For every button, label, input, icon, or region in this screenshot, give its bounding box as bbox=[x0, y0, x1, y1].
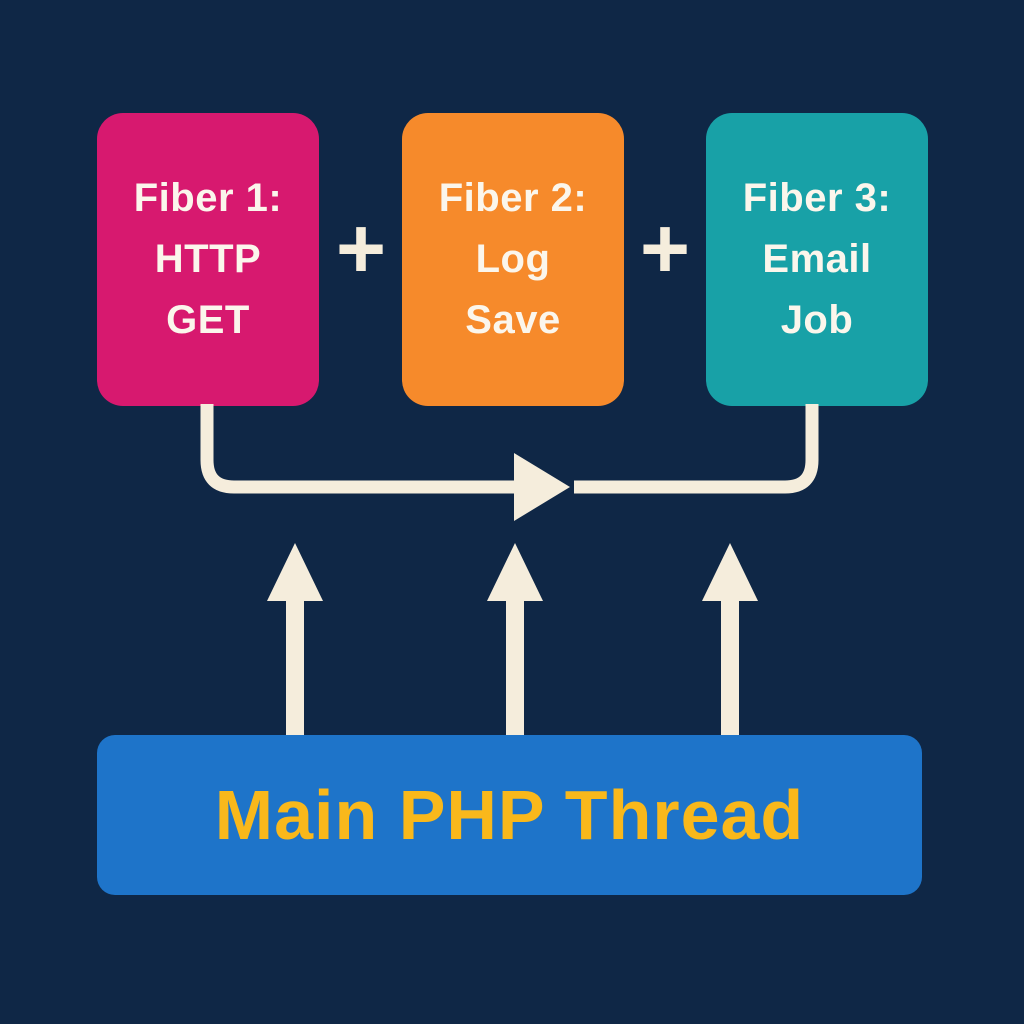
fiber3-to-merge-line bbox=[574, 404, 819, 494]
plus-separator-2: + bbox=[639, 201, 691, 297]
fiber-1-label-line-2: HTTP bbox=[154, 237, 262, 281]
fiber-3-label-line-3: Job bbox=[780, 298, 854, 342]
fiber-2-box: Fiber 2: Log Save bbox=[402, 113, 624, 406]
fiber-2-label-line-1: Fiber 2: bbox=[438, 176, 588, 220]
up-arrow-icon-3 bbox=[702, 543, 758, 737]
fiber-3-box: Fiber 3: Email Job bbox=[706, 113, 928, 406]
up-arrow-icon-1 bbox=[267, 543, 323, 737]
up-arrow-icon-2 bbox=[487, 543, 543, 737]
main-php-thread-bar: Main PHP Thread bbox=[97, 735, 922, 895]
fiber-3-label-line-2: Email bbox=[762, 237, 872, 281]
main-php-thread-label: Main PHP Thread bbox=[214, 776, 805, 854]
fiber-1-box: Fiber 1: HTTP GET bbox=[97, 113, 319, 406]
fiber1-to-merge-line bbox=[200, 404, 516, 494]
fiber-2-label-line-2: Log bbox=[475, 237, 551, 281]
fiber-1-label-line-3: GET bbox=[166, 298, 250, 342]
fiber-1-label-line-1: Fiber 1: bbox=[133, 176, 283, 220]
merge-right-arrowhead-icon bbox=[514, 453, 570, 521]
plus-separator-1: + bbox=[335, 201, 387, 297]
fiber-3-label-line-1: Fiber 3: bbox=[742, 176, 892, 220]
fiber-2-label-line-3: Save bbox=[465, 298, 561, 342]
